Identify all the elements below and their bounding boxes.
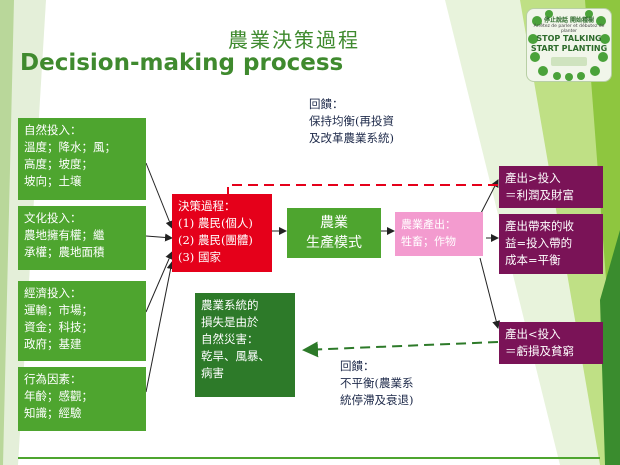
- input-natural: 自然投入： 溫度；降水；風； 高度；坡度； 坡向；土壤: [18, 118, 146, 200]
- result-profit-line: ＝利潤及財富: [505, 188, 574, 202]
- input-economic: 經濟投入： 運輸；市場； 資金；科技； 政府；基建: [18, 281, 146, 361]
- input-behaviour: 行為因素： 年齡；感觀； 知識；經驗: [18, 367, 146, 431]
- result-profit-box: 產出>投入 ＝利潤及財富: [499, 166, 603, 208]
- input-economic-line: 經濟投入：: [24, 286, 82, 300]
- input-natural-line: 溫度；降水；風；: [24, 140, 116, 154]
- production-mode-box: 農業 生產模式: [287, 208, 381, 258]
- feedback-top-line-text: 回饋：: [309, 97, 344, 111]
- tree-ring-icon: [528, 10, 610, 81]
- result-loss-line: ＝虧損及貧窮: [505, 344, 574, 358]
- feedback-bottom-line-text: 不平衡(農業系: [340, 376, 414, 390]
- input-behaviour-line: 行為因素：: [24, 372, 82, 386]
- loss-line: 損失是由於: [201, 315, 259, 329]
- input-behaviour-line: 年齡；感觀；: [24, 389, 93, 403]
- feedback-bottom-line-text: 回饋：: [340, 359, 375, 373]
- input-economic-line: 運輸；市場；: [24, 303, 93, 317]
- mode-line: 農業: [320, 215, 348, 231]
- loss-cause-box: 農業系統的 損失是由於 自然災害： 乾旱、風暴、 病害: [195, 293, 295, 397]
- result-balance-box: 產出帶來的收 益=投入帶的 成本=平衡: [499, 214, 603, 274]
- arrow-behaviour-to-decision: [145, 261, 175, 393]
- logo-badges: [551, 57, 587, 66]
- logo-line-3: STOP TALKING: [536, 34, 602, 43]
- result-loss-box: 產出<投入 ＝虧損及貧窮: [499, 322, 603, 364]
- loss-line: 自然災害：: [201, 332, 259, 346]
- arrow-natural-to-decision: [145, 162, 174, 229]
- loss-line: 農業系統的: [201, 298, 259, 312]
- logo-line-2: Arrêtez de parler et débutez de planter: [533, 24, 605, 34]
- result-profit-line: 產出>投入: [505, 171, 561, 185]
- input-economic-line: 政府；基建: [24, 337, 82, 351]
- arrow-cultural-to-decision: [145, 233, 173, 242]
- left-decoration-strip: [0, 0, 14, 465]
- agricultural-output-box: 農業產出： 牲畜；作物: [395, 212, 483, 256]
- decision-line: (1) 農民(個人): [178, 216, 253, 230]
- loss-line: 乾旱、風暴、: [201, 349, 270, 363]
- logo-line-4: START PLANTING: [530, 44, 608, 53]
- page-title-en: Decision-making process: [20, 50, 344, 76]
- feedback-top-line-text: 保持均衡(再投資: [309, 114, 394, 128]
- loss-line: 病害: [201, 366, 224, 380]
- decision-line: (2) 農民(團體): [178, 233, 253, 247]
- decision-line: (3) 國家: [178, 250, 221, 264]
- logo-line-1: 停止說話 開始種樹: [543, 17, 595, 24]
- input-economic-line: 資金；科技；: [24, 320, 93, 334]
- page-title-zh: 農業決策過程: [228, 28, 360, 52]
- mode-line: 生產模式: [306, 235, 362, 251]
- input-cultural: 文化投入： 農地擁有權；繼 承權；農地面積: [18, 206, 146, 270]
- feedback-bottom-line: [302, 341, 499, 358]
- feedback-top-line-text: 及改革農業系統): [309, 131, 394, 145]
- feedback-bottom-line-text: 統停滯及衰退): [340, 393, 414, 407]
- input-cultural-line: 承權；農地面積: [24, 245, 105, 259]
- input-cultural-line: 文化投入：: [24, 211, 82, 225]
- input-natural-line: 高度；坡度；: [24, 157, 93, 171]
- input-natural-line: 自然投入：: [24, 123, 82, 137]
- decision-process-box: 決策過程： (1) 農民(個人) (2) 農民(團體) (3) 國家: [172, 194, 272, 272]
- result-balance-line: 產出帶來的收: [505, 219, 574, 233]
- arrow-output-to-loss: [479, 257, 501, 329]
- right-decoration-deep: [600, 230, 620, 465]
- feedback-top-note: 回饋： 保持均衡(再投資 及改革農業系統): [309, 96, 394, 147]
- output-line: 農業產出：: [401, 218, 456, 231]
- stop-talking-logo: 停止說話 開始種樹 Arrêtez de parler et débutez d…: [526, 8, 612, 82]
- input-cultural-line: 農地擁有權；繼: [24, 228, 105, 242]
- result-balance-line: 益=投入帶的: [505, 236, 573, 250]
- input-natural-line: 坡向；土壤: [24, 174, 82, 188]
- input-behaviour-line: 知識；經驗: [24, 406, 82, 420]
- decision-line: 決策過程：: [178, 199, 236, 213]
- result-balance-line: 成本=平衡: [505, 253, 561, 267]
- result-loss-line: 產出<投入: [505, 327, 561, 341]
- output-line: 牲畜；作物: [401, 235, 456, 248]
- feedback-bottom-note: 回饋： 不平衡(農業系 統停滯及衰退): [340, 358, 414, 409]
